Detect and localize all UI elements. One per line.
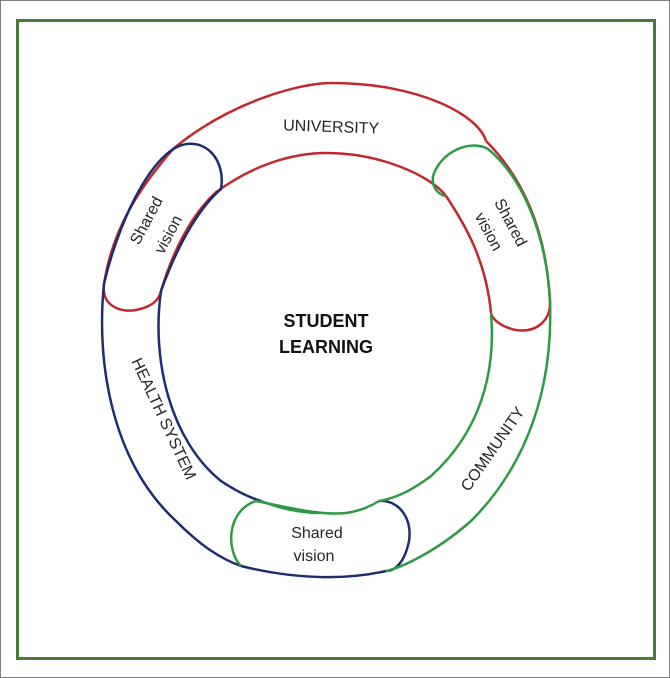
university-left-edge [102,148,174,285]
community-outer-arc [385,300,552,573]
center-label-line2: LEARNING [279,337,373,357]
university-outer-arc [172,81,488,150]
community-inner-arc [378,312,494,503]
health-system-outer-arc [100,283,242,568]
university-label: UNIVERSITY [283,117,380,137]
right-lobe-green-inner [431,175,447,198]
university-inner-arc [214,151,447,197]
shared-vision-bottom-line2: vision [294,548,335,565]
shared-vision-bottom-line1: Shared [291,525,343,542]
community-label: COMMUNITY [458,404,529,495]
bottom-lobe-green [229,499,380,567]
left-lobe-red [102,283,163,312]
left-lobe-blue [102,142,224,292]
community-inner-bottom [260,499,322,515]
health-system-inner-arc [157,290,262,503]
center-label-line1: STUDENT [284,311,369,331]
university-right-inner-edge [444,195,493,314]
diagram-frame [16,19,656,660]
right-lobe-green [431,144,552,302]
right-lobe-red-bottom [489,300,552,332]
